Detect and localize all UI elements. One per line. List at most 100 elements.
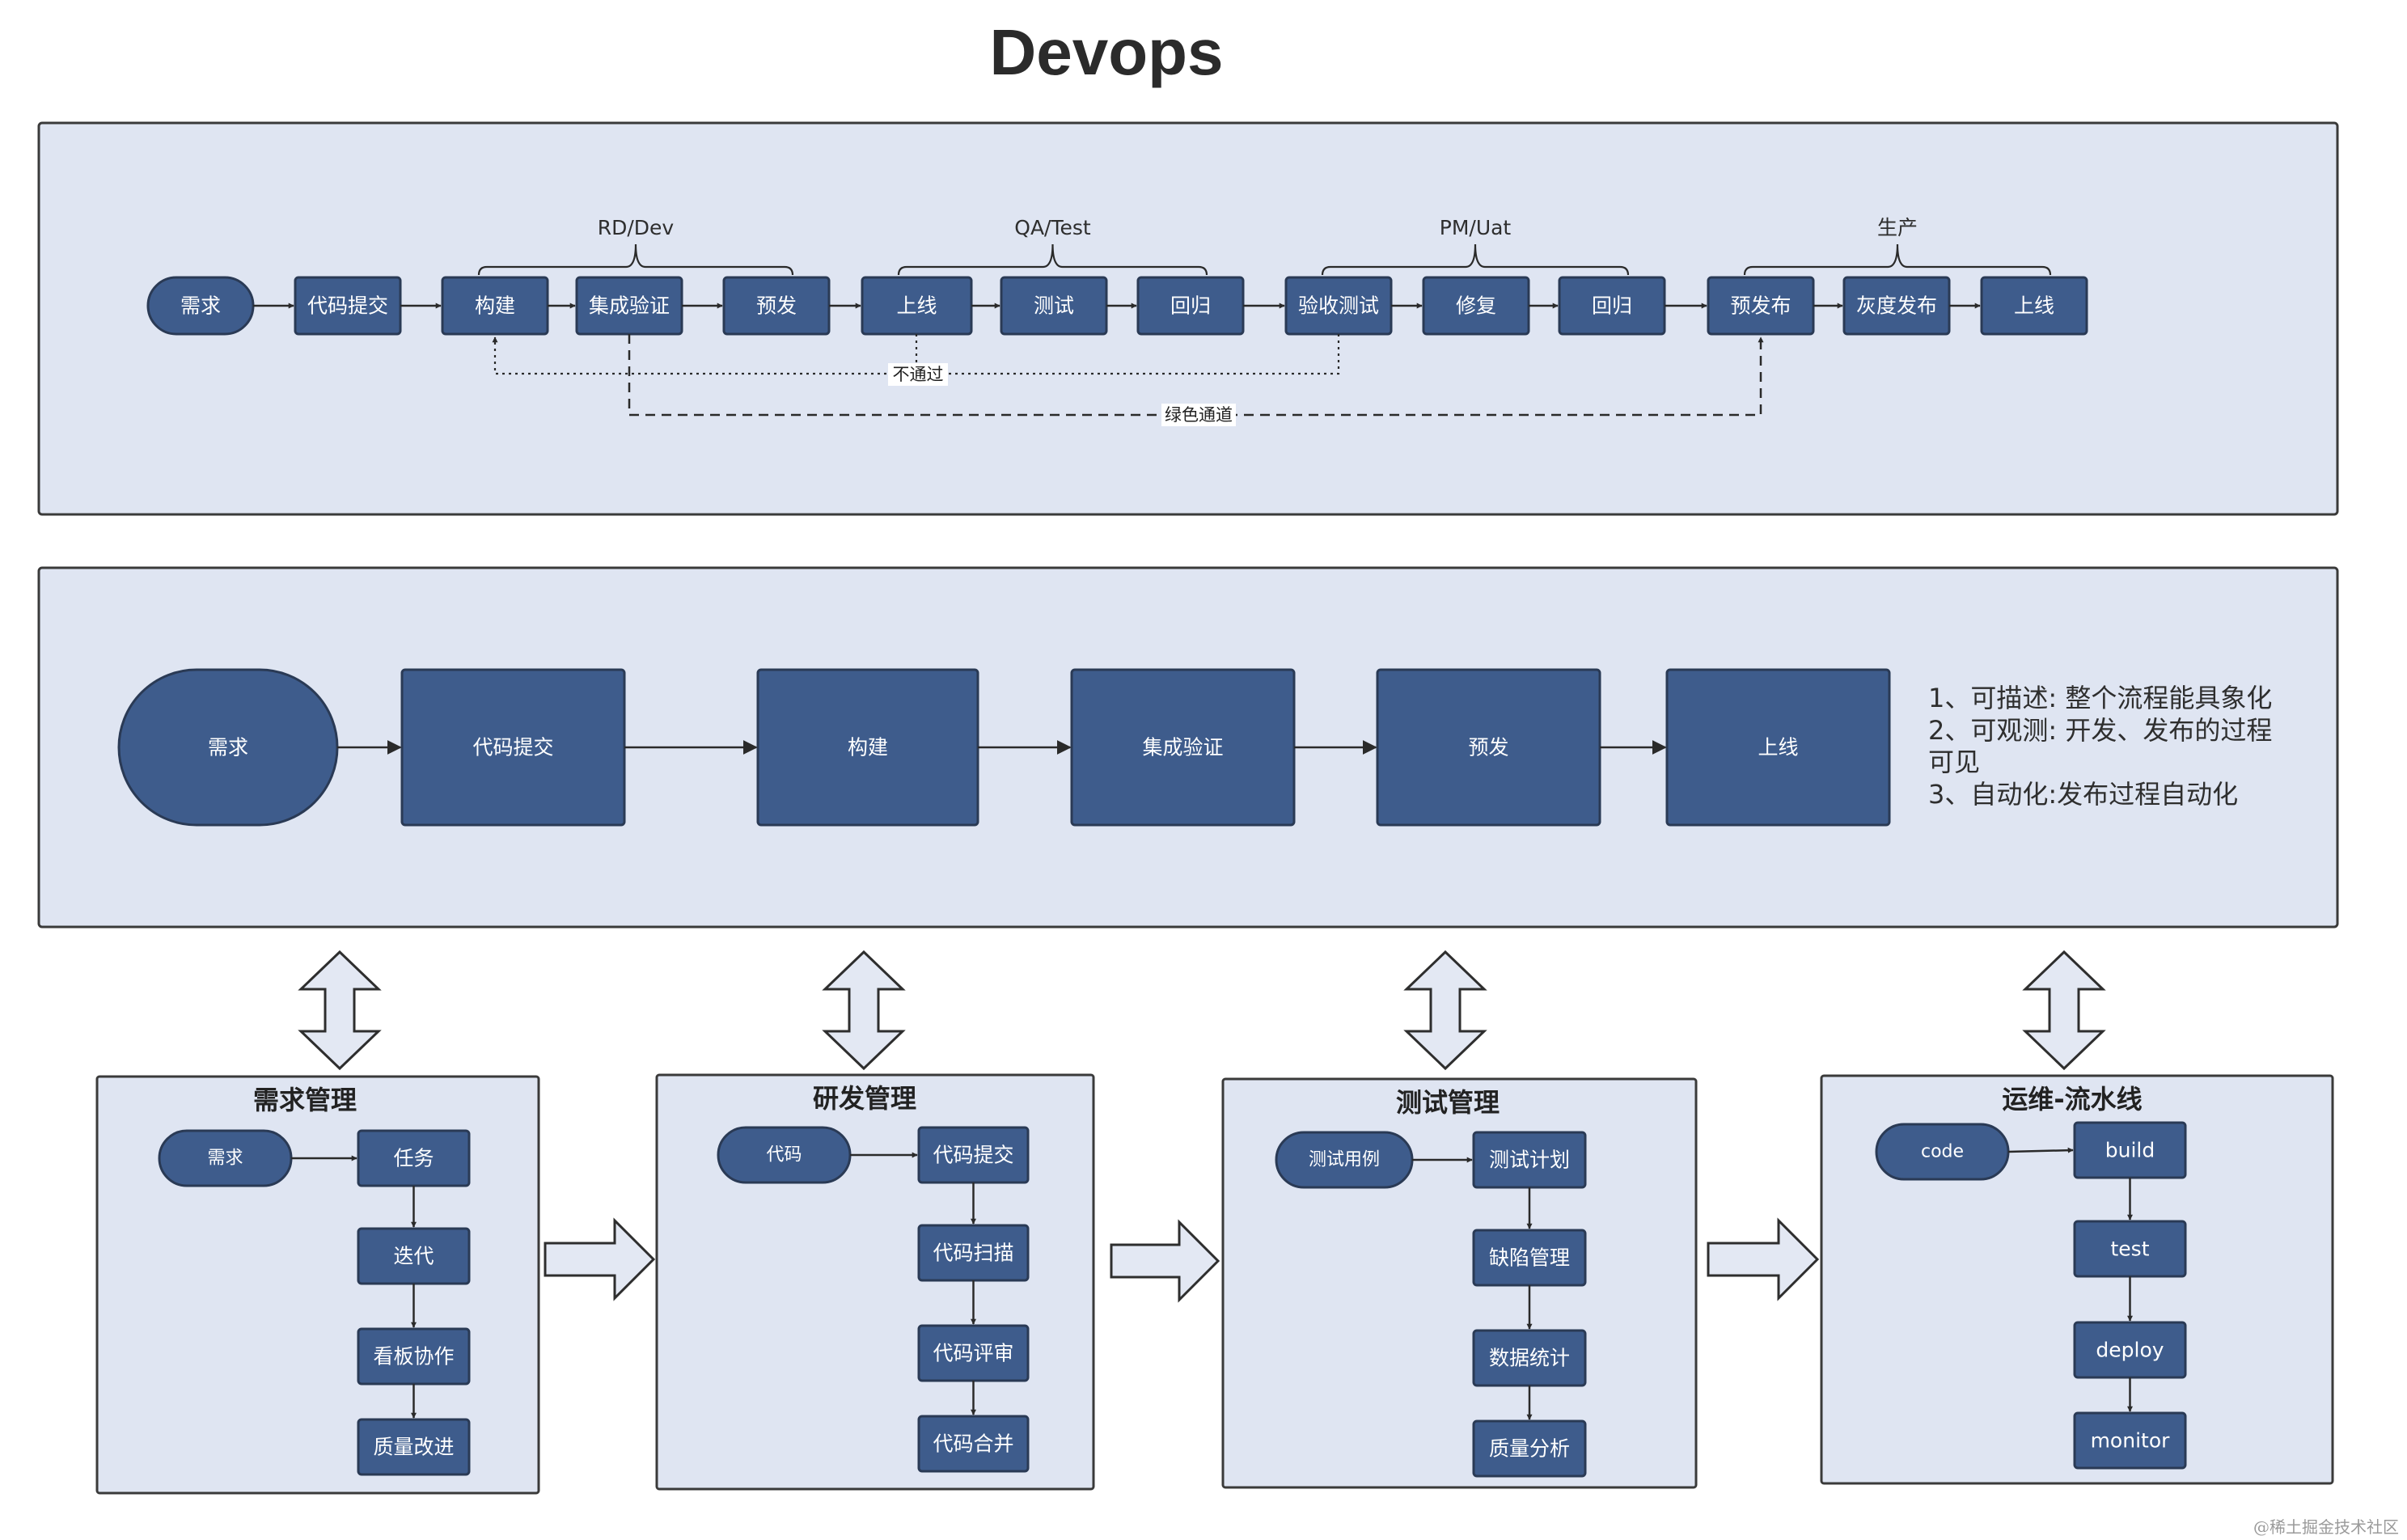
flow-node-t2: 代码提交 — [294, 276, 402, 336]
group-label: 生产 — [1877, 216, 1918, 239]
node-shape — [357, 1418, 471, 1476]
node-label: 构建 — [475, 294, 515, 318]
panel-title: 测试管理 — [1396, 1087, 1500, 1118]
flow-hollow-arrow-1 — [544, 1217, 656, 1301]
node-shape — [2073, 1411, 2187, 1470]
brace-shape — [1321, 243, 1630, 276]
node-label: 测试计划 — [1489, 1149, 1570, 1172]
node-label: 代码提交 — [307, 294, 388, 318]
flow-node-p3-s2: 数据统计 — [1472, 1329, 1587, 1387]
bidirectional-arrow-4 — [2022, 950, 2106, 1071]
node-label: 质量改进 — [373, 1436, 454, 1459]
flow-node-t13: 灰度发布 — [1842, 276, 1951, 336]
node-label: 预发 — [1468, 736, 1508, 759]
flow-node-p3-s3: 质量分析 — [1472, 1419, 1587, 1478]
edge-label-bg — [1161, 404, 1236, 426]
node-label: deploy — [2096, 1339, 2164, 1362]
flow-node-p1-s0: 任务 — [357, 1129, 471, 1187]
node-label: monitor — [2091, 1429, 2171, 1453]
middle-flow: 需求代码提交构建集成验证预发上线1、可描述: 整个流程能具象化2、可观测: 开发… — [117, 668, 2272, 827]
node-label: 测试用例 — [1309, 1150, 1380, 1170]
node-shape — [117, 668, 339, 827]
flow-node-t5: 预发 — [722, 276, 831, 336]
flow-node-m6: 上线 — [1665, 668, 1891, 827]
group-label: PM/Uat — [1440, 216, 1512, 239]
panel-start-node: 代码 — [717, 1126, 852, 1184]
node-label: 测试 — [1034, 294, 1074, 318]
node-label: 修复 — [1456, 294, 1496, 318]
node-label: 代码评审 — [933, 1342, 1013, 1365]
flow-node-m5: 预发 — [1376, 668, 1601, 827]
flow-node-p4-s1: test — [2073, 1220, 2187, 1278]
flow-node-p1-s3: 质量改进 — [357, 1418, 471, 1476]
group-label: RD/Dev — [598, 216, 675, 239]
bottom-panels: 需求管理需求任务迭代看板协作质量改进研发管理代码代码提交代码扫描代码评审代码合并… — [95, 950, 2334, 1495]
node-label: 回归 — [1170, 294, 1211, 318]
brace-shape — [477, 243, 794, 276]
bidirectional-arrow-3 — [1403, 950, 1487, 1071]
flow-node-m3: 构建 — [756, 668, 979, 827]
panel-title: 需求管理 — [253, 1085, 357, 1115]
flow-node-t4: 集成验证 — [575, 276, 683, 336]
node-label: 代码 — [766, 1145, 802, 1166]
node-label: 代码提交 — [472, 736, 553, 759]
panel-frame — [95, 1075, 540, 1495]
node-label: 缺陷管理 — [1489, 1246, 1570, 1270]
node-label: 集成验证 — [589, 294, 670, 318]
flow-node-t7: 测试 — [1000, 276, 1108, 336]
flow-node-p1-s1: 迭代 — [357, 1227, 471, 1285]
edge-label: 不通过 — [893, 365, 944, 384]
brace-shape — [897, 243, 1208, 276]
edge-label-bg — [888, 363, 948, 386]
flow-node-p3-s0: 测试计划 — [1472, 1131, 1587, 1189]
edge-t4-t12 — [628, 334, 1764, 417]
brace-shape — [1743, 243, 2052, 276]
flow-node-m1: 需求 — [117, 668, 339, 827]
node-label: 集成验证 — [1142, 736, 1223, 759]
diagram-title: Devops — [990, 16, 1224, 88]
group-brace-g-prod: 生产 — [1743, 216, 2052, 276]
flow-node-t8: 回归 — [1136, 276, 1245, 336]
bidirectional-arrow-2 — [822, 950, 906, 1071]
flow-node-p4-s0: build — [2073, 1121, 2187, 1179]
node-label: 上线 — [896, 294, 937, 318]
node-label: 需求 — [207, 1149, 243, 1169]
node-shape — [917, 1415, 1030, 1473]
edge-label-reject: 不通过 — [888, 363, 948, 386]
flow-hollow-arrow-2 — [1110, 1219, 1220, 1303]
edge-label: 绿色通道 — [1165, 405, 1233, 425]
flow-node-p1-s2: 看板协作 — [357, 1327, 471, 1386]
bidirectional-arrow-1 — [298, 950, 382, 1071]
flow-node-p4-s2: deploy — [2073, 1321, 2187, 1379]
node-label: 任务 — [393, 1147, 434, 1170]
group-brace-g-qa: QA/Test — [897, 216, 1208, 276]
flow-node-t14: 上线 — [1980, 276, 2088, 336]
node-label: 看板协作 — [373, 1345, 454, 1369]
node-label: 预发 — [756, 294, 797, 318]
start-arrow — [2007, 1147, 2074, 1153]
flow-node-t10: 修复 — [1422, 276, 1530, 336]
node-label: build — [2105, 1139, 2155, 1162]
group-brace-g-pm: PM/Uat — [1321, 216, 1630, 276]
node-shape — [1980, 276, 2088, 336]
panel-start-node: 需求 — [158, 1129, 293, 1187]
group-label: QA/Test — [1014, 216, 1091, 239]
node-label: 构建 — [848, 736, 888, 759]
node-label: test — [2110, 1238, 2149, 1261]
panel-start-node: code — [1875, 1123, 2010, 1181]
node-label: 灰度发布 — [1856, 294, 1937, 318]
edge-label-green: 绿色通道 — [1161, 404, 1236, 426]
node-label: 代码扫描 — [933, 1242, 1013, 1265]
node-label: 回归 — [1592, 294, 1632, 318]
node-label: code — [1921, 1142, 1964, 1162]
flow-node-m2: 代码提交 — [400, 668, 626, 827]
top-flow: 需求代码提交构建集成验证预发上线测试回归验收测试修复回归预发布灰度发布上线RD/… — [146, 216, 2088, 426]
node-label: 上线 — [2014, 294, 2054, 318]
flow-node-t9: 验收测试 — [1284, 276, 1393, 336]
node-label: 代码合并 — [933, 1432, 1013, 1456]
node-label: 质量分析 — [1489, 1437, 1570, 1461]
node-label: 数据统计 — [1489, 1347, 1570, 1370]
flow-node-p2-s0: 代码提交 — [917, 1126, 1030, 1184]
